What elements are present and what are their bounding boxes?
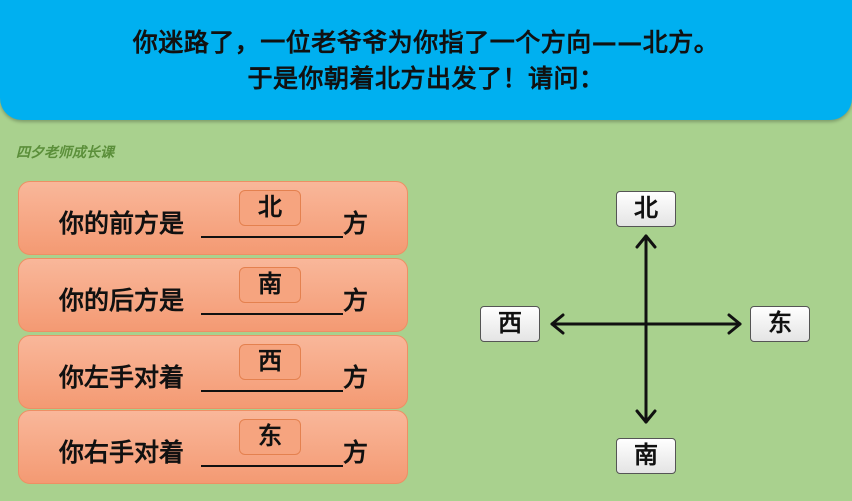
answer-blank-line [201,465,343,467]
answer-box[interactable]: 南 [239,267,301,303]
west-arrowhead [550,313,565,335]
answer-box[interactable]: 西 [239,344,301,380]
compass-south-label: 南 [616,438,676,474]
answer-blank-line [201,390,343,392]
question-prompt: 你右手对着 [59,438,185,467]
answer-box[interactable]: 北 [239,190,301,226]
compass-north-label: 北 [616,191,676,227]
question-card-back: 你的后方是 方 南 [18,258,408,332]
question-card-left: 你左手对着 方 西 [18,335,408,409]
north-arrowhead [635,234,657,249]
compass-east-label: 东 [750,306,810,342]
banner-line-2: 于是你朝着北方出发了！请问： [247,64,605,93]
question-card-front: 你的前方是 方 北 [18,181,408,255]
answer-blank-line [201,313,343,315]
question-prompt: 你左手对着 [59,363,185,392]
question-suffix: 方 [343,438,369,467]
question-suffix: 方 [343,209,369,238]
watermark: 四夕老师成长课 [16,145,114,161]
south-arrowhead [635,409,657,424]
banner-line-1: 你迷路了，一位老爷爷为你指了一个方向——北方。 [132,28,720,57]
compass-west-label: 西 [480,306,540,342]
answer-box[interactable]: 东 [239,419,301,455]
question-card-right: 你右手对着 方 东 [18,410,408,484]
prompt-banner: 你迷路了，一位老爷爷为你指了一个方向——北方。 于是你朝着北方出发了！请问： [0,0,852,120]
question-suffix: 方 [343,286,369,315]
east-arrowhead [727,313,742,335]
answer-blank-line [201,236,343,238]
question-prompt: 你的后方是 [59,286,185,315]
question-suffix: 方 [343,363,369,392]
question-prompt: 你的前方是 [59,209,185,238]
